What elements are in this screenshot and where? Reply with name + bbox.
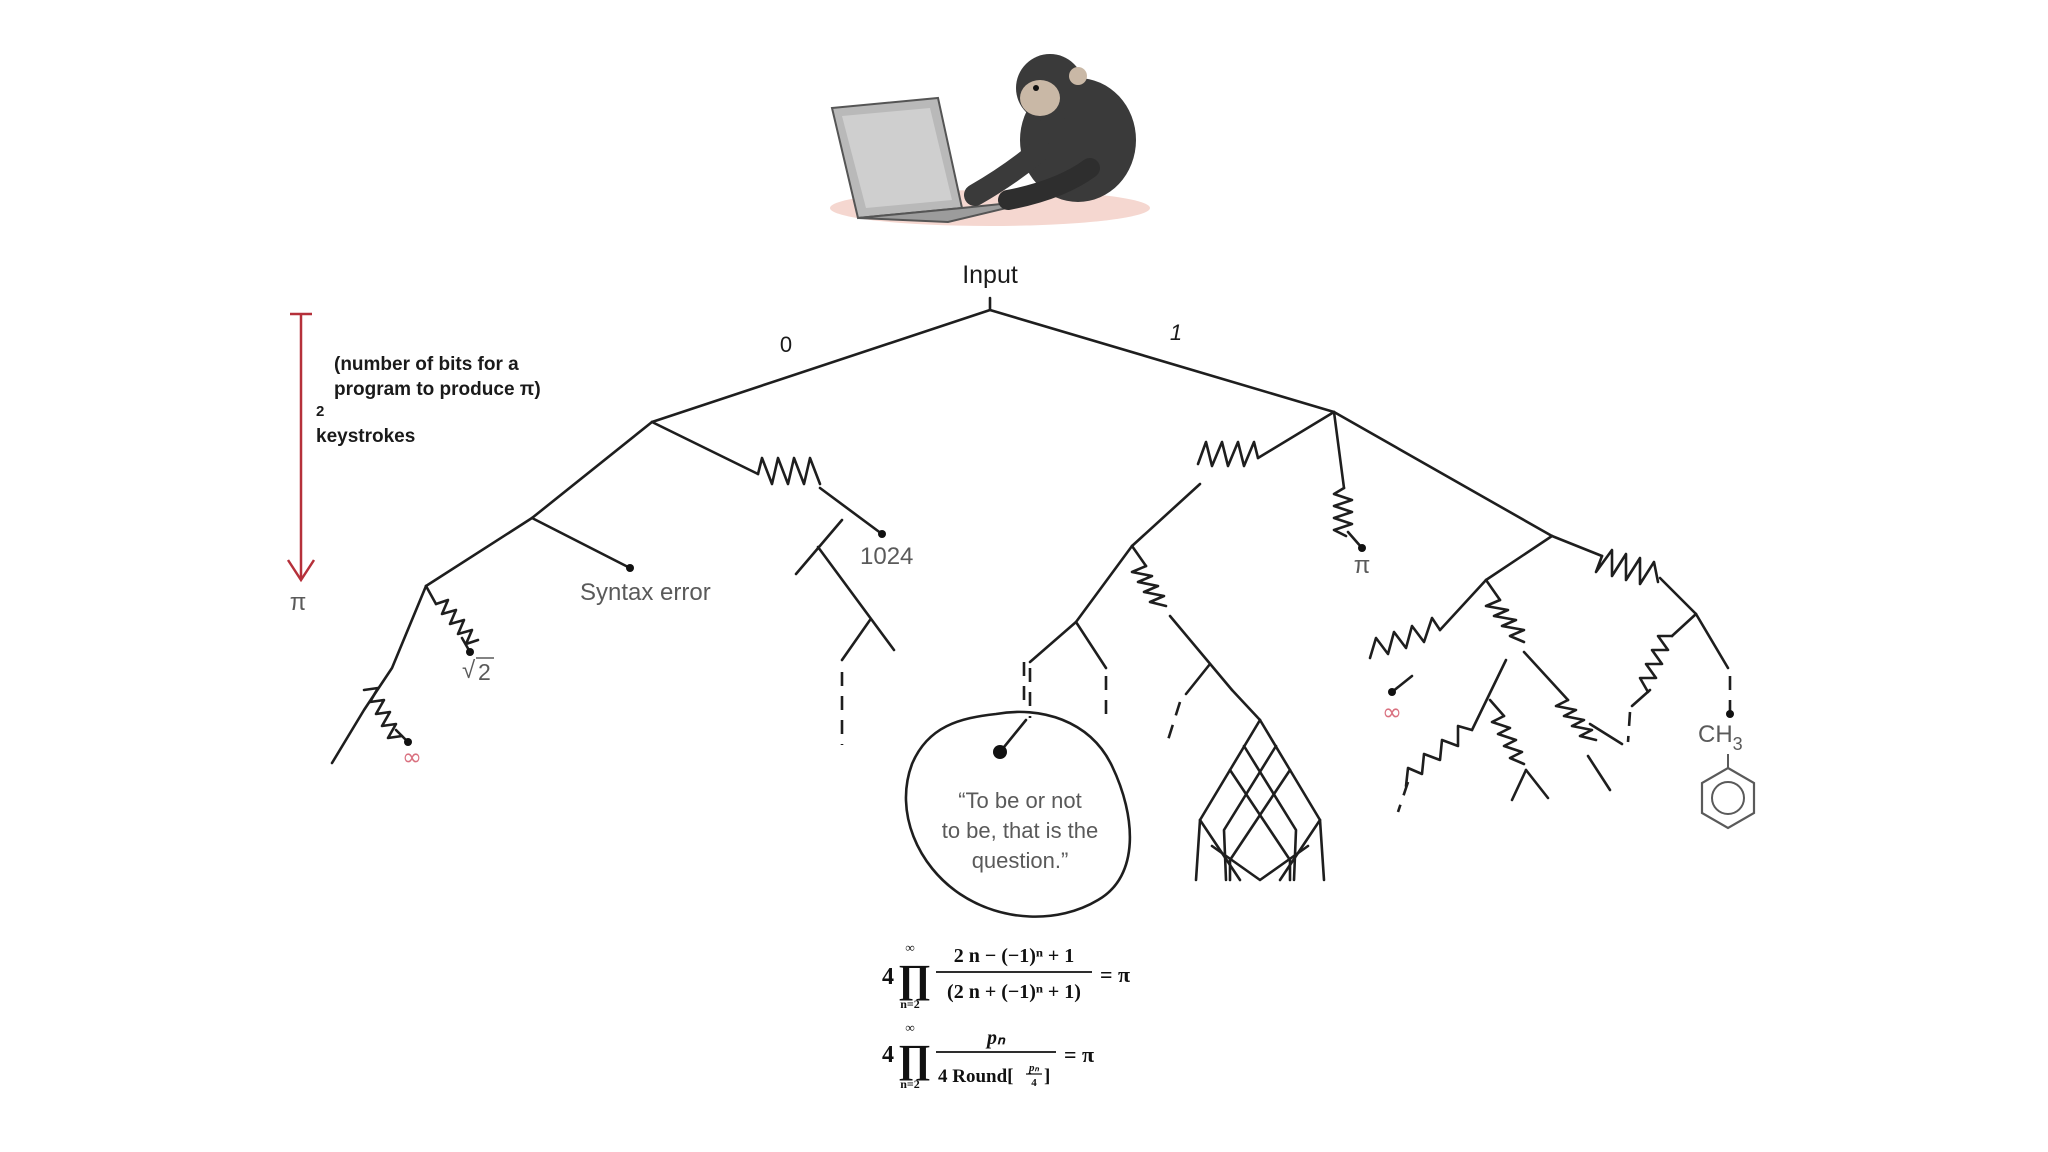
svg-text:pₙ: pₙ [1028,1062,1040,1074]
pi-product-formula-1: 4 ∏ ∞ n=2 2 n − (−1)ⁿ + 1 (2 n + (−1)ⁿ +… [882,940,1130,1011]
annotation-line-2: program to produce π) [334,379,541,400]
svg-text:4: 4 [882,964,894,990]
svg-text:]: ] [1044,1066,1050,1087]
arrow-end-pi: π [290,589,307,616]
svg-text:n=2: n=2 [900,997,920,1011]
quote-bubble: “To be or not to be, that is the questio… [904,662,1132,918]
svg-text:4: 4 [1031,1077,1037,1089]
syntax-error-leaf: Syntax error [580,579,711,606]
pi-product-formula-2: 4 ∏ ∞ n=2 pₙ 4 Round[ pₙ 4 ] = π [882,1020,1094,1091]
number-1024-leaf: 1024 [860,543,913,570]
infinity-left-leaf: ∞ [402,743,422,771]
quote-line-1: “To be or not [958,788,1082,813]
svg-text:= π: = π [1100,962,1130,987]
svg-text:= π: = π [1064,1042,1094,1067]
edge-label-zero: 0 [780,332,792,357]
product-symbol: ∏ [898,1036,931,1081]
svg-text:∞: ∞ [905,940,914,955]
quote-line-3: question.” [972,848,1069,873]
quote-line-2: to be, that is the [942,818,1099,843]
formula1-denominator: (2 n + (−1)ⁿ + 1) [947,981,1081,1003]
annotation-line-1: (number of bits for a [334,354,519,375]
svg-text:∞: ∞ [905,1020,914,1035]
branch-1 [988,308,1336,414]
keystrokes-annotation: (number of bits for a program to produce… [286,312,541,616]
arrow-head-icon [286,559,316,583]
tree-branches [330,296,1734,882]
quote-bubble-outline [904,710,1132,918]
svg-text:4: 4 [882,1042,894,1068]
sqrt-two-leaf: √ 2 [462,657,494,685]
infinity-right-leaf: ∞ [1382,698,1402,726]
formula2-denominator: 4 Round[ [938,1066,1014,1087]
product-symbol: ∏ [898,956,931,1001]
root-label: Input [962,261,1018,289]
pi-leaf: π [1354,552,1371,579]
branch-0 [650,308,992,424]
formula1-numerator: 2 n − (−1)ⁿ + 1 [954,945,1075,967]
benzene-ring-icon [1700,766,1756,830]
edge-label-one: 1 [1170,320,1182,345]
sqrt-argument: 2 [478,659,491,685]
annotation-exponent: 2 [316,403,324,420]
formula2-numerator: pₙ [985,1027,1006,1049]
svg-text:n=2: n=2 [900,1077,920,1091]
toluene-molecule: CH3 [1698,721,1756,830]
monkey-typing-illustration [830,54,1150,226]
sqrt-symbol: √ [462,657,476,684]
ch3-label: CH3 [1698,721,1743,754]
annotation-keystrokes: keystrokes [316,426,415,447]
